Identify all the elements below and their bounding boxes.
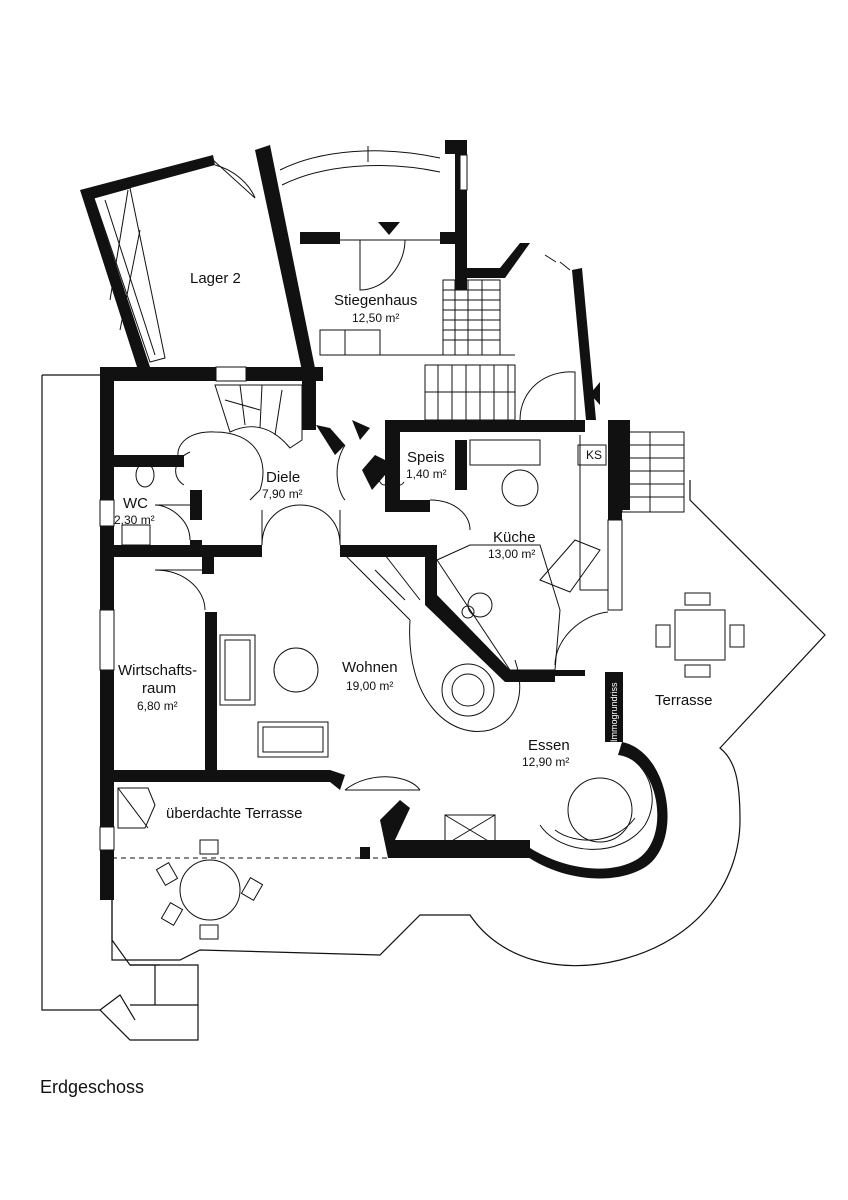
room-area-wc: 2,30 m² [114, 513, 155, 527]
entry-arrows [352, 222, 600, 440]
room-area-wohnen: 19,00 m² [346, 679, 393, 693]
room-area-stiegenhaus: 12,50 m² [352, 311, 399, 325]
room-area-wirtschaftsraum: 6,80 m² [137, 699, 178, 713]
room-name-ks: KS [586, 448, 602, 462]
room-name-lager: Lager 2 [190, 270, 241, 287]
room-name-wirtschaftsraum-1: Wirtschafts- [118, 662, 197, 679]
terrace-outlines [41, 374, 826, 1041]
watermark: Immogrundriss [609, 682, 619, 742]
room-name-diele: Diele [266, 469, 300, 486]
room-area-kueche: 13,00 m² [488, 547, 535, 561]
room-name-speis: Speis [407, 449, 445, 466]
room-area-essen: 12,90 m² [522, 755, 569, 769]
interior-lines [93, 146, 745, 940]
room-area-diele: 7,90 m² [262, 487, 303, 501]
room-name-stiegenhaus: Stiegenhaus [334, 292, 417, 309]
windows [99, 154, 623, 851]
room-name-wc: WC [123, 495, 148, 512]
room-name-wohnen: Wohnen [342, 659, 398, 676]
room-labels: Lager 2 Stiegenhaus 12,50 m² Speis 1,40 … [114, 270, 713, 822]
floor-label: Erdgeschoss [40, 1077, 145, 1097]
room-name-essen: Essen [528, 737, 570, 754]
room-name-wirtschaftsraum-2: raum [142, 680, 176, 697]
room-name-kueche: Küche [493, 529, 536, 546]
svg-text:Immogrundriss: Immogrundriss [609, 682, 619, 742]
room-area-speis: 1,40 m² [406, 467, 447, 481]
room-name-ueberdachte-terrasse: überdachte Terrasse [166, 805, 302, 822]
room-name-terrasse: Terrasse [655, 692, 713, 709]
